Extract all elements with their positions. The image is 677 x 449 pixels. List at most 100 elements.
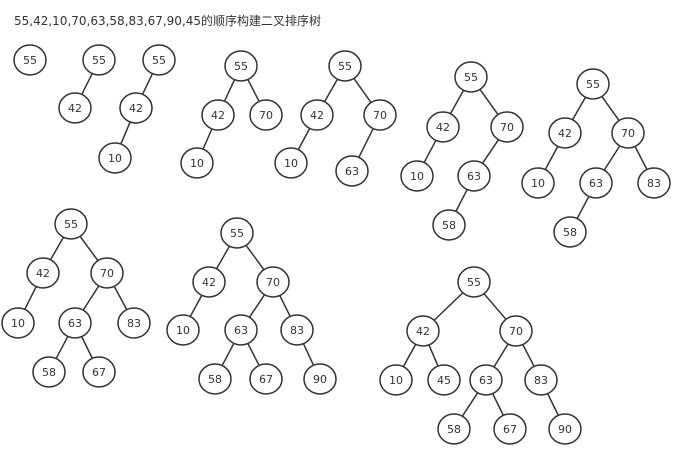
tree-node-label: 55 xyxy=(23,54,37,67)
tree-node-label: 42 xyxy=(68,102,82,115)
tree-node: 55 xyxy=(576,68,610,100)
tree-node-label: 70 xyxy=(509,325,523,338)
tree-node: 70 xyxy=(90,257,124,289)
tree-node: 42 xyxy=(58,92,92,124)
tree-node-label: 63 xyxy=(589,177,603,190)
tree-node-circle xyxy=(180,147,214,179)
tree-node-label: 58 xyxy=(208,373,222,386)
tree-node-label: 70 xyxy=(500,121,514,134)
tree-node: 63 xyxy=(457,160,491,192)
tree-edge xyxy=(79,235,99,262)
tree-node: 58 xyxy=(437,413,471,445)
tree-node: 83 xyxy=(280,314,314,346)
tree-edge xyxy=(323,78,339,103)
tree-node-circle xyxy=(82,44,116,76)
tree-node-circle xyxy=(637,167,671,199)
tree-edge xyxy=(461,392,479,417)
tree-edge xyxy=(492,393,504,416)
tree-node-label: 55 xyxy=(464,71,478,84)
tree-node-label: 55 xyxy=(338,60,352,73)
tree-edge xyxy=(247,343,260,366)
bst-step-8: 55 42 70 10 63 83 58 67 xyxy=(1,208,151,388)
tree-edge xyxy=(428,344,439,367)
tree-node: 10 xyxy=(98,142,132,174)
tree-edge xyxy=(544,146,559,170)
tree-node-label: 83 xyxy=(647,177,661,190)
tree-node-circle xyxy=(119,92,153,124)
tree-node-circle xyxy=(13,44,47,76)
tree-node-label: 55 xyxy=(234,60,248,73)
tree-node-circle xyxy=(437,413,471,445)
tree-node-circle xyxy=(548,117,582,149)
tree-node: 83 xyxy=(117,307,151,339)
tree-node-circle xyxy=(521,167,555,199)
tree-edge xyxy=(215,245,231,270)
tree-node-circle xyxy=(499,315,533,347)
tree-node-circle xyxy=(90,257,124,289)
tree-node: 70 xyxy=(363,99,397,131)
tree-node-circle xyxy=(220,217,254,249)
tree-edge xyxy=(248,294,266,318)
tree-node-label: 42 xyxy=(436,121,450,134)
tree-edge xyxy=(479,88,499,116)
tree-edge xyxy=(221,343,235,366)
tree-edge xyxy=(358,128,374,158)
bst-step-1: 55 xyxy=(13,44,47,76)
tree-node: 70 xyxy=(499,315,533,347)
tree-node-circle xyxy=(54,208,88,240)
tree-node: 10 xyxy=(379,364,413,396)
tree-node: 90 xyxy=(303,363,337,395)
tree-node-label: 10 xyxy=(389,374,403,387)
tree-node-label: 63 xyxy=(467,170,481,183)
tree-node: 70 xyxy=(256,266,290,298)
tree-node-label: 10 xyxy=(176,324,190,337)
tree-node: 55 xyxy=(328,50,362,82)
tree-node-circle xyxy=(256,266,290,298)
tree-node-label: 10 xyxy=(108,152,122,165)
tree-edge xyxy=(483,293,507,320)
tree-node: 63 xyxy=(579,167,613,199)
tree-node: 63 xyxy=(58,307,92,339)
tree-node-circle xyxy=(400,160,434,192)
tree-node-circle xyxy=(579,167,613,199)
tree-node-label: 55 xyxy=(64,218,78,231)
tree-edge xyxy=(245,244,265,271)
tree-node: 55 xyxy=(220,217,254,249)
tree-edge xyxy=(49,236,65,261)
tree-node-label: 58 xyxy=(563,226,577,239)
tree-edge xyxy=(297,128,311,150)
tree-node: 55 xyxy=(142,44,176,76)
tree-node: 58 xyxy=(32,356,66,388)
tree-node-label: 70 xyxy=(373,109,387,122)
tree-node-label: 67 xyxy=(259,373,273,386)
tree-edge xyxy=(120,121,131,145)
tree-node-label: 10 xyxy=(11,317,25,330)
tree-node: 58 xyxy=(432,209,466,241)
tree-node-circle xyxy=(166,314,200,346)
tree-node-circle xyxy=(553,216,587,248)
tree-node-circle xyxy=(117,307,151,339)
tree-node: 42 xyxy=(192,266,226,298)
tree-node-circle xyxy=(335,155,369,187)
tree-node: 67 xyxy=(249,363,283,395)
tree-edge xyxy=(433,292,464,321)
tree-node-circle xyxy=(142,44,176,76)
tree-node-label: 58 xyxy=(42,366,56,379)
tree-node: 55 xyxy=(224,50,258,82)
tree-edge xyxy=(449,89,465,115)
tree-node-circle xyxy=(1,307,35,339)
tree-node-label: 42 xyxy=(36,267,50,280)
tree-node: 42 xyxy=(406,315,440,347)
tree-node: 63 xyxy=(335,155,369,187)
tree-node: 67 xyxy=(82,356,116,388)
tree-node-circle xyxy=(406,315,440,347)
tree-node-circle xyxy=(26,257,60,289)
tree-node-label: 83 xyxy=(290,324,304,337)
tree-edge xyxy=(353,78,372,103)
tree-node-circle xyxy=(363,99,397,131)
tree-node: 10 xyxy=(166,314,200,346)
tree-node: 42 xyxy=(426,111,460,143)
